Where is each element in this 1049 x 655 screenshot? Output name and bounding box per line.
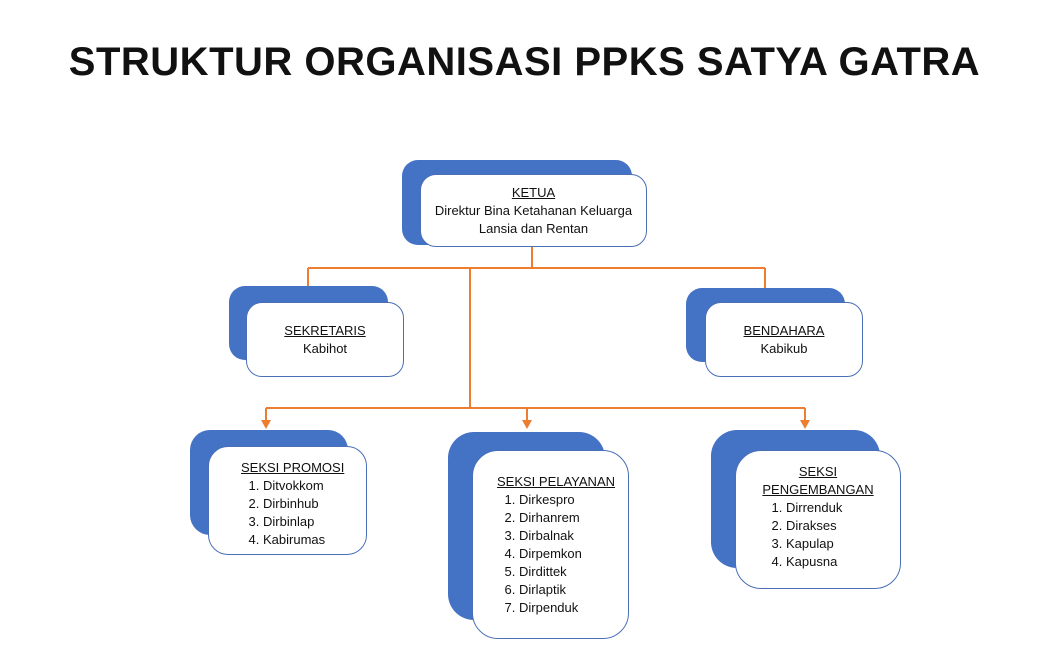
bendahara-name: Kabikub <box>760 340 808 356</box>
pengembangan-role-line1: SEKSI <box>798 464 838 479</box>
member: Dirkespro <box>519 491 628 509</box>
member: Dirbinlap <box>263 513 366 531</box>
member: Kapusna <box>786 553 900 571</box>
member: Dirpemkon <box>519 545 628 563</box>
arrow-pengembangan <box>800 420 810 429</box>
member: Dirdittek <box>519 563 628 581</box>
ketua-name-line2: Lansia dan Rentan <box>478 220 589 236</box>
ketua-name-line1: Direktur Bina Ketahanan Keluarga <box>434 202 633 218</box>
ketua-role: KETUA <box>511 184 556 200</box>
pengembangan-members: Dirrenduk Dirakses Kapulap Kapusna <box>736 499 900 571</box>
page-title: STRUKTUR ORGANISASI PPKS SATYA GATRA <box>68 40 981 84</box>
bendahara-role: BENDAHARA <box>743 322 825 338</box>
connector-line <box>265 246 806 422</box>
pelayanan-role: SEKSI PELAYANAN <box>497 474 616 489</box>
arrow-pelayanan <box>522 420 532 429</box>
arrow-promosi <box>261 420 271 429</box>
sekretaris-role: SEKRETARIS <box>284 322 366 338</box>
pengembangan-role-line2: PENGEMBANGAN <box>762 482 874 497</box>
member: Dirrenduk <box>786 499 900 517</box>
ketua-box: KETUA Direktur Bina Ketahanan Keluarga L… <box>420 174 647 247</box>
pelayanan-members: Dirkespro Dirhanrem Dirbalnak Dirpemkon … <box>497 491 628 617</box>
member: Kabirumas <box>263 531 366 549</box>
pengembangan-box: SEKSI PENGEMBANGAN Dirrenduk Dirakses Ka… <box>735 450 901 589</box>
member: Dirhanrem <box>519 509 628 527</box>
sekretaris-name: Kabihot <box>302 340 348 356</box>
member: Dirlaptik <box>519 581 628 599</box>
promosi-members: Ditvokkom Dirbinhub Dirbinlap Kabirumas <box>241 477 366 549</box>
member: Kapulap <box>786 535 900 553</box>
member: Dirbalnak <box>519 527 628 545</box>
promosi-box: SEKSI PROMOSI Ditvokkom Dirbinhub Dirbin… <box>208 446 367 555</box>
pelayanan-box: SEKSI PELAYANAN Dirkespro Dirhanrem Dirb… <box>472 450 629 639</box>
bendahara-box: BENDAHARA Kabikub <box>705 302 863 377</box>
member: Dirbinhub <box>263 495 366 513</box>
sekretaris-box: SEKRETARIS Kabihot <box>246 302 404 377</box>
member: Ditvokkom <box>263 477 366 495</box>
member: Dirpenduk <box>519 599 628 617</box>
promosi-role: SEKSI PROMOSI <box>241 460 345 475</box>
member: Dirakses <box>786 517 900 535</box>
